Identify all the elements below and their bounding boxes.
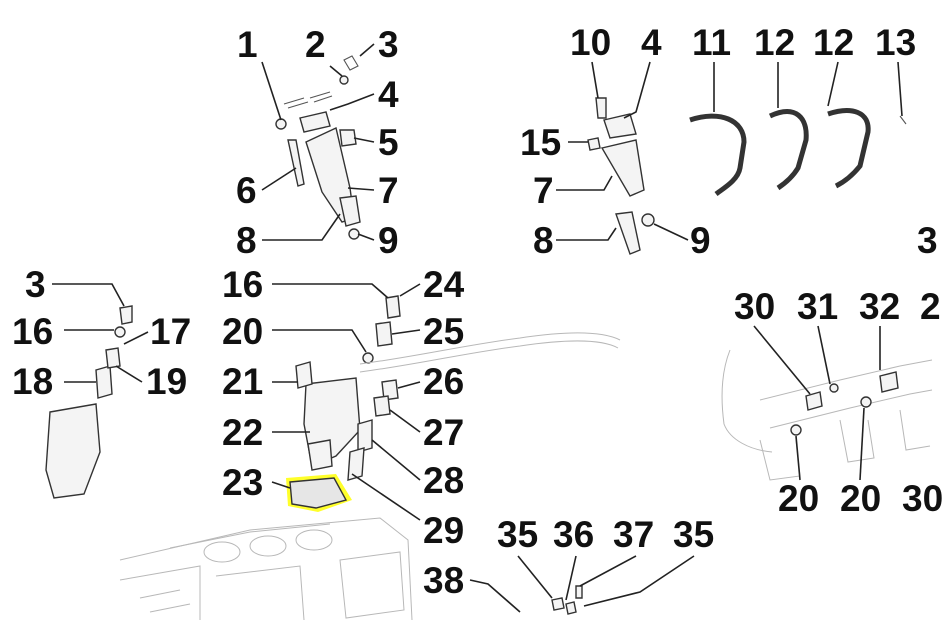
callout-4-right: 4 (641, 22, 662, 63)
washer-20-mid (362, 352, 374, 364)
fitting-24 (385, 295, 401, 319)
callout-20-mid: 20 (222, 311, 264, 352)
washer-9-left (348, 228, 360, 240)
plunger-18 (95, 365, 113, 399)
fitting-32 (879, 371, 899, 393)
nut-2 (339, 75, 349, 85)
bolt-3-pump (119, 305, 133, 325)
rod-28 (357, 419, 373, 453)
callout-12-b: 12 (813, 22, 855, 63)
nozzle-8-right (615, 211, 641, 255)
valve-25 (375, 321, 393, 347)
injector-nozzle-left (339, 195, 361, 227)
callout-3-cut-top-right: 3 (917, 220, 938, 261)
engine-block (119, 517, 413, 620)
callout-38: 38 (423, 560, 465, 601)
callout-16-mid: 16 (222, 264, 264, 305)
callout-7-right: 7 (533, 170, 554, 211)
callout-26: 26 (423, 361, 465, 402)
rail-group-right (721, 349, 933, 481)
pump-group-middle (289, 295, 401, 509)
callout-15: 15 (520, 122, 562, 163)
callout-7: 7 (378, 170, 399, 211)
o-ring-15 (587, 137, 601, 151)
injector-body-right (600, 139, 645, 197)
callout-31: 31 (797, 286, 839, 327)
bolt-3-left (343, 55, 359, 71)
callout-25: 25 (423, 311, 465, 352)
callout-10: 10 (570, 22, 612, 63)
bolt-21 (295, 361, 313, 389)
callout-9-right: 9 (690, 220, 711, 261)
callout-22: 22 (222, 412, 264, 453)
callout-30: 30 (734, 286, 776, 327)
clamp-right (603, 113, 637, 139)
callout-18: 18 (12, 361, 54, 402)
callout-8: 8 (236, 220, 257, 261)
callout-13: 13 (875, 22, 917, 63)
callout-5: 5 (378, 122, 399, 163)
washer-31 (829, 383, 839, 393)
callout-29: 29 (423, 510, 465, 551)
pipe-12a (768, 109, 809, 191)
fitting-30 (805, 391, 823, 411)
callout-20-right-b: 20 (840, 478, 882, 519)
injector-group-right (587, 97, 655, 255)
washer-20-right-a (790, 424, 802, 436)
callout-36: 36 (553, 514, 595, 555)
callout-17: 17 (150, 311, 192, 352)
bolt-10 (595, 97, 607, 119)
callout-8-right: 8 (533, 220, 554, 261)
nut-35a (551, 597, 565, 611)
callout-4: 4 (378, 74, 399, 115)
pipe-11 (689, 113, 747, 197)
callout-3-pump: 3 (25, 264, 46, 305)
pipe-12b (827, 108, 871, 189)
washer-9-right (641, 213, 655, 227)
spring-27 (373, 395, 391, 417)
washer-36 (565, 601, 577, 615)
callout-24: 24 (423, 264, 465, 305)
stud-6 (287, 139, 305, 187)
callout-21: 21 (222, 361, 264, 402)
callout-35-b: 35 (673, 514, 715, 555)
pump-body-left (45, 403, 101, 499)
pump-foot (307, 439, 333, 471)
callout-1: 1 (237, 24, 258, 65)
callout-2-cut-right: 2 (920, 286, 941, 327)
pump-group-left (45, 305, 133, 499)
clamp-left (299, 111, 331, 133)
callout-2: 2 (305, 24, 326, 65)
callout-20-right-a: 20 (778, 478, 820, 519)
callout-27: 27 (423, 412, 465, 453)
callout-30-cut-bottom-right: 30 (902, 478, 943, 519)
screw-37 (575, 585, 583, 599)
pushrod-29 (347, 447, 365, 481)
callout-35-a: 35 (497, 514, 539, 555)
callout-9: 9 (378, 220, 399, 261)
spring-clip-left (283, 91, 333, 109)
callout-32: 32 (859, 286, 901, 327)
callout-16-left: 16 (12, 311, 54, 352)
nut-1 (275, 118, 287, 130)
injector-group-left (275, 55, 361, 240)
callout-37: 37 (613, 514, 655, 555)
callout-19: 19 (146, 361, 188, 402)
ring-16-left (114, 326, 126, 338)
fitting-5 (339, 129, 357, 147)
callout-28: 28 (423, 460, 465, 501)
callout-6: 6 (236, 170, 257, 211)
washer-20-right-b (860, 396, 872, 408)
callout-12-a: 12 (754, 22, 796, 63)
fitting-26 (381, 379, 399, 401)
callout-11: 11 (692, 22, 732, 63)
spring-19 (105, 347, 121, 369)
callout-3: 3 (378, 24, 399, 65)
callout-23: 23 (222, 462, 264, 503)
gasket-23 (289, 477, 348, 509)
